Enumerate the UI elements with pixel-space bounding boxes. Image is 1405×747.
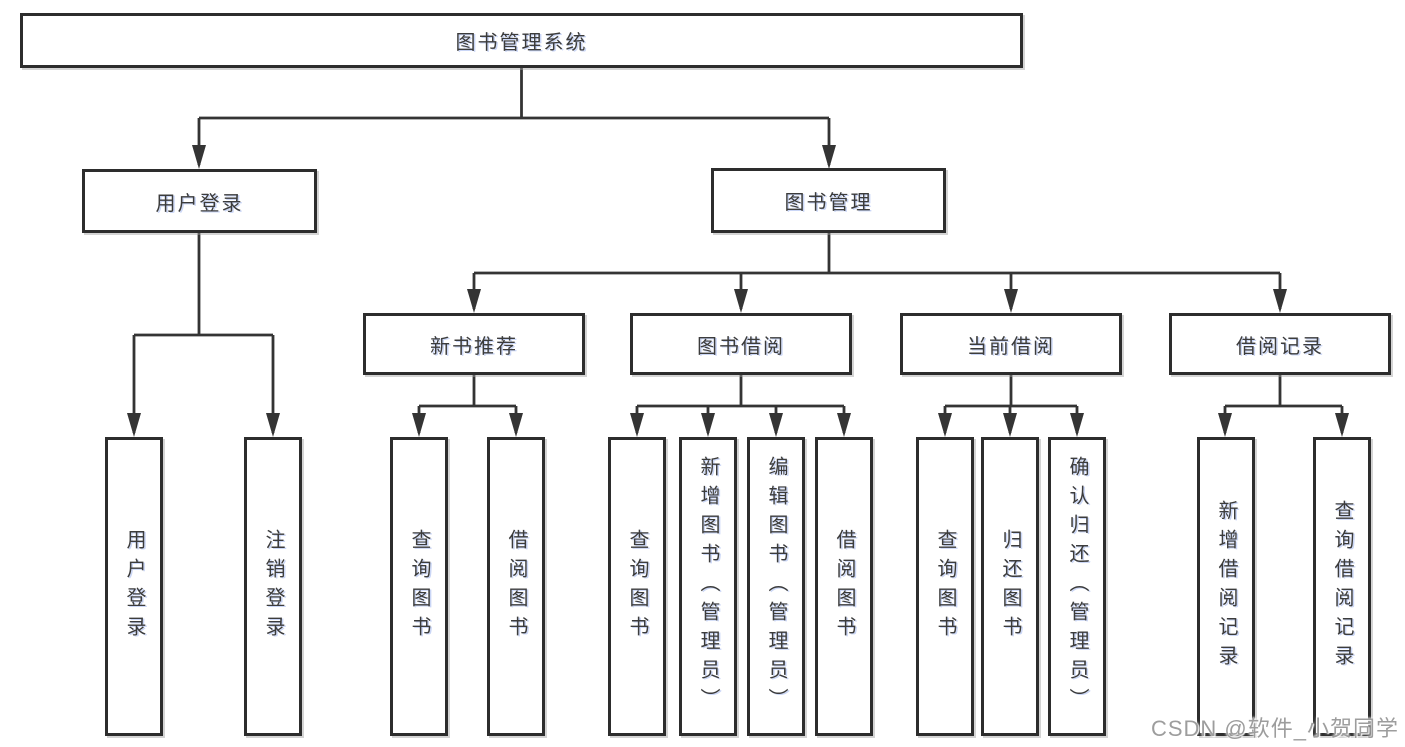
arrow-down-icon [509, 413, 523, 437]
node-label: 查询图书 [626, 528, 648, 645]
arrow-down-icon [1218, 413, 1232, 437]
node-label: 查询图书 [934, 528, 956, 645]
leaf-add-books-admin: 新增图书（管理员） [679, 437, 737, 736]
node-label: 注销登录 [262, 528, 284, 645]
node-label: 当前借阅 [967, 335, 1055, 358]
leaf-return-books: 归还图书 [981, 437, 1039, 736]
csdn-watermark: CSDN @软件_小贺同学 [1150, 716, 1399, 741]
arrow-down-icon [1273, 289, 1287, 313]
leaf-user-login: 用户登录 [105, 437, 163, 736]
leaf-edit-books-admin: 编辑图书（管理员） [747, 437, 805, 736]
node-label: 借阅记录 [1236, 335, 1324, 358]
arrow-down-icon [412, 413, 426, 437]
leaf-confirm-return-admin: 确认归还（管理员） [1048, 437, 1106, 736]
node-label: 新增图书（管理员） [697, 456, 719, 717]
arrow-down-icon [192, 145, 206, 169]
leaf-query-borrow-record: 查询借阅记录 [1313, 437, 1371, 736]
node-label: 归还图书 [999, 528, 1021, 645]
node-current-borrow: 当前借阅 [900, 313, 1122, 375]
connector-borrow-records-children [1218, 375, 1349, 437]
arrow-down-icon [1003, 413, 1017, 437]
node-root-system: 图书管理系统 [20, 13, 1023, 68]
node-label: 用户登录 [155, 192, 244, 215]
arrow-down-icon [837, 413, 851, 437]
arrow-down-icon [734, 289, 748, 313]
arrow-down-icon [1335, 413, 1349, 437]
arrow-down-icon [266, 413, 280, 437]
arrow-down-icon [938, 413, 952, 437]
node-label: 用户登录 [123, 528, 145, 645]
connector-user-login-children [127, 233, 280, 437]
leaf-query-books-2: 查询图书 [608, 437, 666, 736]
node-label: 新增借阅记录 [1215, 499, 1237, 674]
node-user-login: 用户登录 [82, 169, 317, 233]
arrow-down-icon [467, 289, 481, 313]
arrow-down-icon [769, 413, 783, 437]
node-label: 新书推荐 [430, 335, 518, 358]
leaf-query-books-1: 查询图书 [390, 437, 448, 736]
connector-new-book-children [412, 375, 523, 437]
arrow-down-icon [630, 413, 644, 437]
node-borrow-records: 借阅记录 [1169, 313, 1391, 375]
leaf-logout: 注销登录 [244, 437, 302, 736]
node-label: 借阅图书 [505, 528, 527, 645]
node-label: 查询图书 [408, 528, 430, 645]
connector-root-to-level2 [192, 68, 836, 169]
node-label: 查询借阅记录 [1331, 499, 1353, 674]
arrow-down-icon [1070, 413, 1084, 437]
connector-current-borrow-children [938, 375, 1084, 437]
node-new-book-recommend: 新书推荐 [363, 313, 585, 375]
node-label: 编辑图书（管理员） [765, 456, 787, 717]
connector-book-mgmt-sections [467, 233, 1287, 313]
connector-book-borrow-children [630, 375, 851, 437]
node-book-mgmt: 图书管理 [711, 168, 946, 233]
leaf-borrow-books-1: 借阅图书 [487, 437, 545, 736]
node-label: 图书借阅 [697, 335, 785, 358]
node-book-borrow: 图书借阅 [630, 313, 852, 375]
leaf-query-books-3: 查询图书 [916, 437, 974, 736]
node-label: 图书管理 [784, 192, 873, 214]
leaf-add-borrow-record: 新增借阅记录 [1197, 437, 1255, 736]
node-label: 借阅图书 [833, 528, 855, 645]
node-label: 图书管理系统 [455, 32, 588, 54]
arrow-down-icon [127, 413, 141, 437]
node-label: 确认归还（管理员） [1066, 456, 1088, 717]
arrow-down-icon [1004, 289, 1018, 313]
leaf-borrow-books-2: 借阅图书 [815, 437, 873, 736]
arrow-down-icon [822, 145, 836, 169]
arrow-down-icon [701, 413, 715, 437]
